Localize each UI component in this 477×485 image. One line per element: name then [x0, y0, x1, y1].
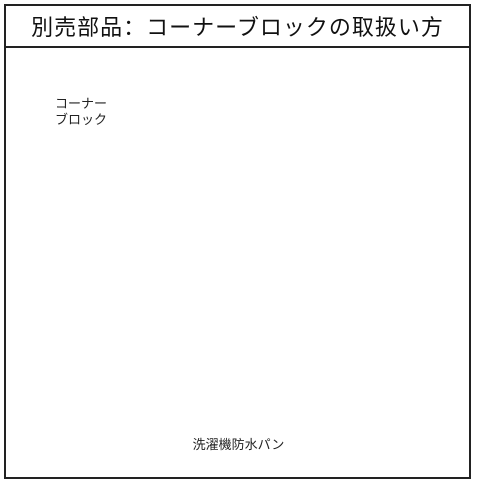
label-corner-block-line1: コーナー [55, 97, 108, 112]
label-corner-block: コーナー ブロック [55, 97, 107, 129]
figure-frame: 別売部品：コーナーブロックの取扱い方 [4, 4, 471, 479]
label-corner-block-line2: ブロック [55, 113, 108, 128]
label-washer-pan: 洗濯機防水パン [192, 438, 285, 453]
title-bar: 別売部品：コーナーブロックの取扱い方 [6, 6, 469, 48]
page-title: 別売部品：コーナーブロックの取扱い方 [31, 16, 444, 41]
